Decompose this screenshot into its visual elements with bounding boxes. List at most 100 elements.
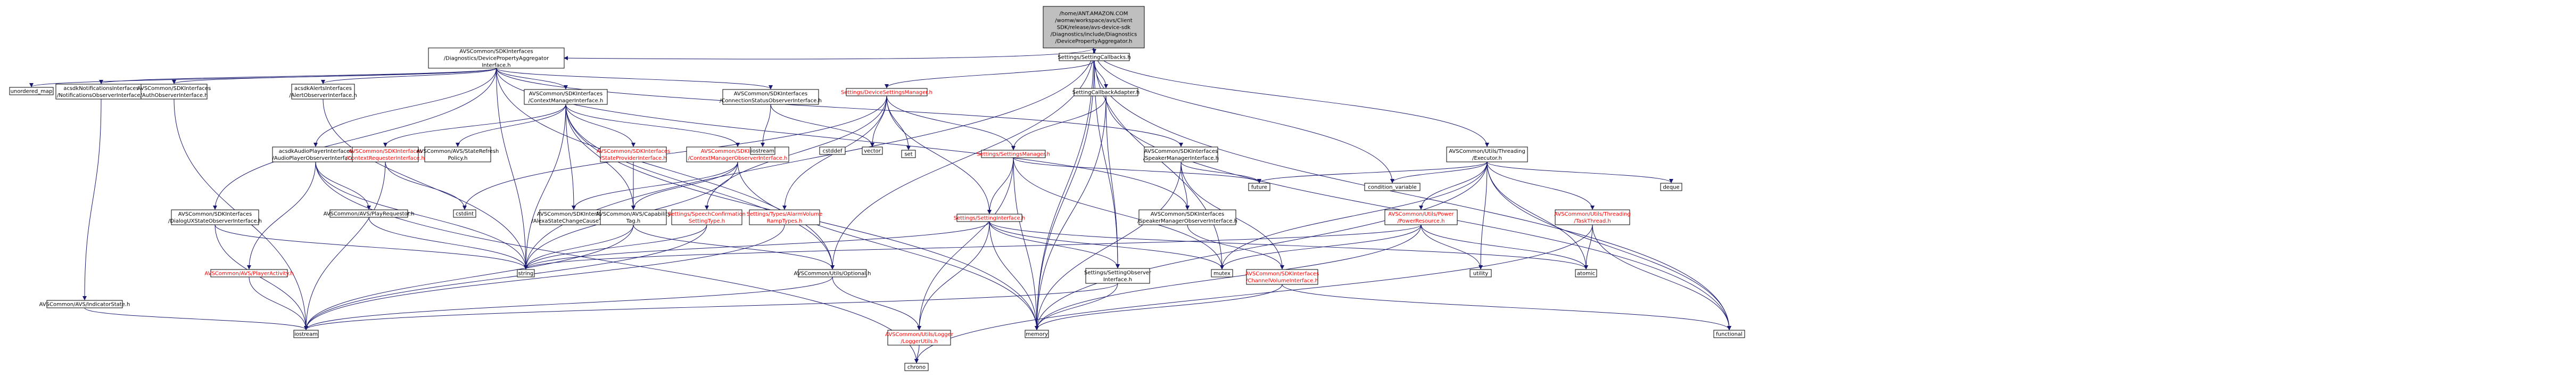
edge-executor-to-taskThread xyxy=(1487,161,1595,210)
node-label-line: /ContextManagerObserverInterface.h xyxy=(688,156,788,161)
node-label-line: AVSCommon/SDKInterfaces xyxy=(137,86,211,92)
node-playRequestor[interactable]: AVSCommon/AVS/PlayRequestor.h xyxy=(324,209,415,218)
node-dpa[interactable]: AVSCommon/SDKInterfaces/Diagnostics/Devi… xyxy=(428,47,565,69)
node-deque: deque xyxy=(1660,183,1682,191)
node-label-line: /DevicePropertyAggregator.h xyxy=(1055,39,1133,45)
edge-playerActivity-to-iostream xyxy=(249,276,308,330)
node-functional: functional xyxy=(1713,330,1745,338)
node-label-line: Policy.h xyxy=(448,156,468,161)
node-box xyxy=(981,150,1046,158)
node-channelVolume[interactable]: AVSCommon/SDKInterfaces/ChannelVolumeInt… xyxy=(1245,269,1319,285)
node-label-line: mutex xyxy=(1213,271,1231,277)
node-notifObs[interactable]: acsdkNotificationsInterfaces/Notificatio… xyxy=(55,84,147,100)
node-taskThread[interactable]: AVSCommon/Utils/Threading/TaskThread.h xyxy=(1554,209,1631,225)
node-authObs[interactable]: AVSCommon/SDKInterfaces/AuthObserverInte… xyxy=(137,84,211,100)
node-box xyxy=(55,84,147,100)
node-alexaStateChange[interactable]: AVSCommon/SDKInterfaces/AlexaStateChange… xyxy=(531,209,616,225)
node-root[interactable]: /home/ANT.AMAZON.COM/womw/workspace/avs/… xyxy=(1043,6,1145,48)
node-indicatorState[interactable]: AVSCommon/AVS/IndicatorState.h xyxy=(39,300,130,308)
node-label-line: AVSCommon/SDKInterfaces xyxy=(734,91,807,97)
node-box xyxy=(171,209,259,225)
node-speakerMgrObs[interactable]: AVSCommon/SDKInterfaces/SpeakerManagerOb… xyxy=(1137,209,1237,225)
edge-dpa-to-alertObs xyxy=(321,68,497,84)
node-devSettMgr[interactable]: Settings/DeviceSettingsManager.h xyxy=(841,88,932,96)
node-label-line: Settings/SettingObserver xyxy=(1084,270,1152,276)
node-ctxMgr[interactable]: AVSCommon/SDKInterfaces/ContextManagerIn… xyxy=(524,89,608,105)
node-dialogUX[interactable]: AVSCommon/SDKInterfaces/DialogUXStateObs… xyxy=(168,209,262,225)
node-label-line: /SpeakerManagerInterface.h xyxy=(1143,156,1219,161)
node-label-line: cstddef xyxy=(823,149,843,154)
node-box xyxy=(1575,269,1597,277)
node-box xyxy=(539,209,608,225)
node-label-line: SettingCallbackAdapter.h xyxy=(1072,90,1140,96)
edge-ctxMgr-to-alexaStateChange xyxy=(565,104,576,210)
node-settingIface[interactable]: Settings/SettingInterface.h xyxy=(954,214,1025,222)
node-label-line: AVSCommon/SDKInterfaces xyxy=(597,149,670,154)
node-box xyxy=(46,300,123,308)
edge-audioPlayerObs-to-playRequestor xyxy=(315,161,371,210)
node-label-line: AVSCommon/SDKInterfaces xyxy=(459,49,533,55)
edge-connStatus-to-vector xyxy=(770,104,874,147)
node-label-line: cstdint xyxy=(456,211,474,217)
edge-dpa-to-dialogUX xyxy=(213,68,497,210)
node-box xyxy=(1248,183,1270,191)
edge-powerResource-to-utility xyxy=(1421,224,1483,269)
edge-settcb-to-settingObs xyxy=(1094,60,1120,268)
edge-executor-to-deque xyxy=(1487,161,1673,183)
node-label-line: acsdkNotificationsInterfaces xyxy=(63,86,139,92)
node-vector: vector xyxy=(862,146,883,155)
node-stateProvider[interactable]: AVSCommon/SDKInterfaces/StateProviderInt… xyxy=(597,146,670,162)
node-speakerMgr[interactable]: AVSCommon/SDKInterfaces/SpeakerManagerIn… xyxy=(1143,146,1219,162)
node-box xyxy=(600,146,667,162)
node-loggerUtils[interactable]: AVSCommon/Utils/Logger/LoggerUtils.h xyxy=(885,330,954,346)
node-settingsManager[interactable]: Settings/SettingsManager.h xyxy=(977,150,1050,158)
edge-capTag-to-optional xyxy=(633,224,835,269)
node-label-line: AVSCommon/SDKInterfaces xyxy=(529,91,602,97)
edge-ctxMgrObs-to-memory xyxy=(737,161,1039,330)
node-audioPlayerObs[interactable]: acsdkAudioPlayerInterfaces/AudioPlayerOb… xyxy=(272,146,359,162)
node-label-line: /ChannelVolumeInterface.h xyxy=(1246,278,1318,284)
edge-ctxMgrObs-to-alexaStateChange xyxy=(572,161,738,210)
node-label-line: vector xyxy=(864,149,881,154)
node-alertObs[interactable]: acsdkAlertsInterfaces/AlertObserverInter… xyxy=(289,84,357,100)
node-box xyxy=(1144,146,1218,162)
node-box xyxy=(722,89,819,105)
node-cstddef: cstddef xyxy=(819,146,846,155)
edge-ctxMgr-to-optional xyxy=(565,104,835,269)
edge-speechConfirm-to-string xyxy=(524,224,707,269)
node-label-line: /PowerResource.h xyxy=(1398,218,1445,224)
node-ctxRequester[interactable]: AVSCommon/SDKInterfaces/ContextRequester… xyxy=(346,146,425,162)
node-box xyxy=(846,88,928,96)
node-settcb[interactable]: Settings/SettingCallbacks.h xyxy=(1058,53,1131,61)
edge-taskThread-to-chrono xyxy=(914,224,1593,363)
node-connStatus[interactable]: AVSCommon/SDKInterfaces/ConnectionStatus… xyxy=(720,89,822,105)
node-label-line: Tag.h xyxy=(626,218,640,224)
edge-devSettMgr-to-cstdint xyxy=(463,95,887,210)
node-label-line: acsdkAudioPlayerInterfaces xyxy=(279,149,353,154)
node-playerActivity[interactable]: AVSCommon/AVS/PlayerActivity.h xyxy=(204,269,294,277)
node-box xyxy=(524,89,608,105)
edge-channelVolume-to-functional xyxy=(1282,284,1731,330)
edge-devSettMgr-to-speechConfirm xyxy=(705,95,887,210)
edge-executor-to-functional xyxy=(1487,161,1731,330)
node-label-line: AVSCommon/Utils/Threading xyxy=(1449,149,1525,154)
node-powerResource[interactable]: AVSCommon/Utils/Power/PowerResource.h xyxy=(1384,209,1458,225)
node-label-line: Interface.h xyxy=(482,63,510,69)
node-box xyxy=(329,209,408,218)
node-label-line: Settings/Types/AlarmVolume xyxy=(747,211,823,217)
edge-speakerMgr-to-future xyxy=(1180,161,1261,183)
node-label-line: /ContextRequesterInterface.h xyxy=(346,156,425,161)
node-executor[interactable]: AVSCommon/Utils/Threading/Executor.h xyxy=(1446,146,1528,162)
edge-ctxRequester-to-iostream xyxy=(304,161,386,330)
edge-powerResource-to-mutex xyxy=(1220,224,1422,269)
node-optional[interactable]: AVSCommon/Utils/Optional.h xyxy=(794,269,871,277)
node-label-line: future xyxy=(1251,185,1267,191)
node-settCbAdapter[interactable]: SettingCallbackAdapter.h xyxy=(1072,88,1140,96)
node-string: string xyxy=(517,269,535,277)
